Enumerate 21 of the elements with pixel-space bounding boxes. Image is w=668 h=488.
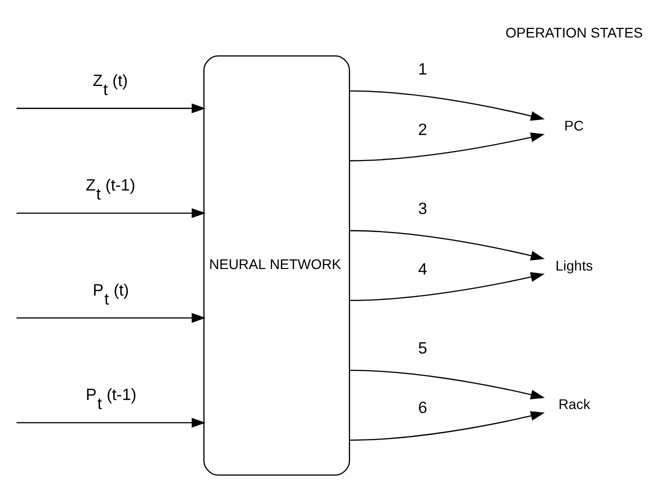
arrow xyxy=(348,272,544,302)
node-text: PC xyxy=(564,118,584,134)
arrow xyxy=(348,132,544,162)
arrow xyxy=(348,411,544,441)
arrow xyxy=(16,313,206,323)
edge-label: 5 xyxy=(418,340,427,358)
arrow xyxy=(348,230,544,260)
edge-label: 1 xyxy=(418,60,427,78)
arrow xyxy=(16,103,206,114)
edge-label: 6 xyxy=(418,399,427,418)
label: OPERATION STATES xyxy=(504,24,642,40)
arrow xyxy=(16,208,206,218)
arrow xyxy=(348,370,544,400)
node-box: NEURAL NETWORK xyxy=(202,55,350,476)
node-text: Lights xyxy=(555,257,592,274)
edge-label: 4 xyxy=(418,260,427,279)
arrow xyxy=(348,90,544,121)
edge-label: 3 xyxy=(418,200,427,218)
edge-label: 2 xyxy=(418,120,427,139)
node-text: Rack xyxy=(558,396,590,412)
arrow xyxy=(16,418,206,428)
